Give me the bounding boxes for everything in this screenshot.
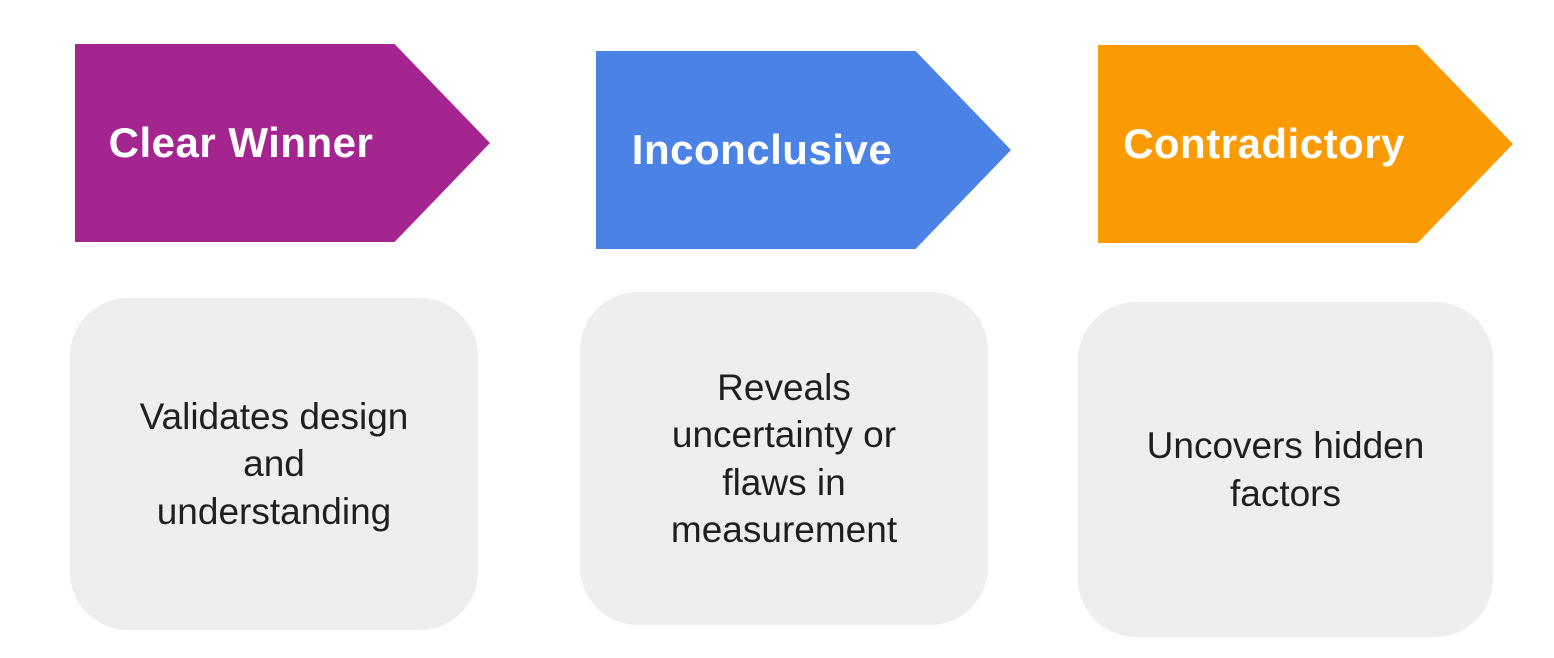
arrow-banner-contradictory: Contradictory	[1098, 45, 1513, 243]
description-text-inconclusive: Reveals uncertainty or flaws in measurem…	[670, 366, 898, 550]
description-card-clear-winner: Validates design and understanding	[70, 298, 478, 630]
arrow-banner-inconclusive: Inconclusive	[596, 51, 1011, 249]
description-text-clear-winner: Validates design and understanding	[139, 395, 409, 532]
arrow-banner-clear-winner: Clear Winner	[75, 44, 490, 242]
description-card-inconclusive: Reveals uncertainty or flaws in measurem…	[580, 292, 988, 625]
arrow-label-inconclusive: Inconclusive	[631, 126, 893, 173]
arrow-label-contradictory: Contradictory	[1123, 120, 1405, 167]
description-card-contradictory: Uncovers hidden factors	[1078, 302, 1493, 637]
description-text-contradictory: Uncovers hidden factors	[1146, 425, 1425, 514]
arrow-label-clear-winner: Clear Winner	[108, 119, 374, 166]
